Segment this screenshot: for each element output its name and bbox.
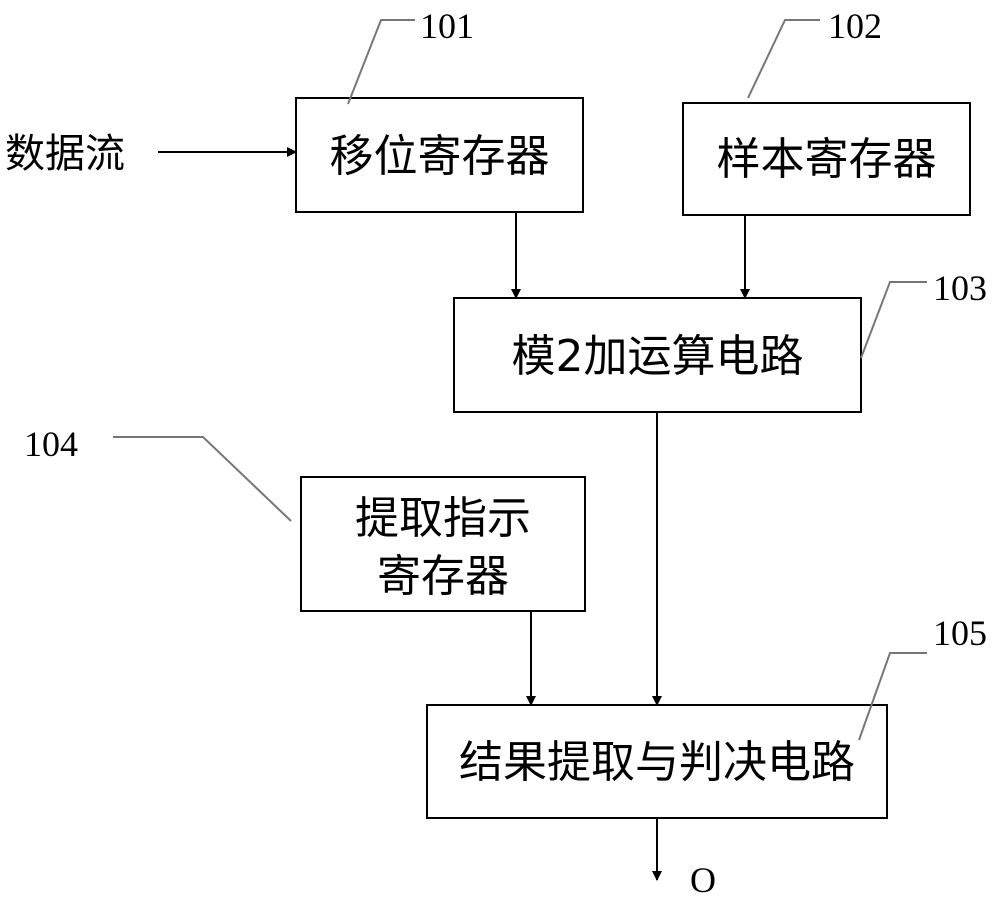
result-decision-block: 结果提取与判决电路 — [427, 705, 887, 818]
input-label: 数据流 — [5, 131, 125, 177]
ref-103-label: 103 — [933, 268, 987, 308]
extract-register-label-line2: 寄存器 — [377, 551, 509, 602]
ref-104-leader — [113, 437, 291, 521]
shift-register-block: 移位寄存器 — [296, 98, 583, 212]
ref-101-label: 101 — [420, 6, 474, 46]
shift-register-label: 移位寄存器 — [330, 131, 550, 182]
mod2-adder-label: 模2加运算电路 — [512, 331, 804, 382]
extract-register-label-line1: 提取指示 — [355, 493, 531, 544]
ref-101-leader — [348, 20, 415, 104]
ref-102-leader — [748, 20, 820, 98]
mod2-adder-block: 模2加运算电路 — [454, 298, 861, 412]
ref-104-label: 104 — [24, 424, 78, 464]
sample-register-label: 样本寄存器 — [717, 134, 937, 185]
result-decision-label: 结果提取与判决电路 — [459, 737, 855, 788]
output-label: O — [690, 860, 716, 898]
ref-102-label: 102 — [828, 6, 882, 46]
sample-register-block: 样本寄存器 — [683, 103, 970, 215]
extract-register-block: 提取指示 寄存器 — [301, 477, 585, 611]
ref-105-label: 105 — [933, 613, 987, 653]
ref-103-leader — [861, 282, 927, 358]
